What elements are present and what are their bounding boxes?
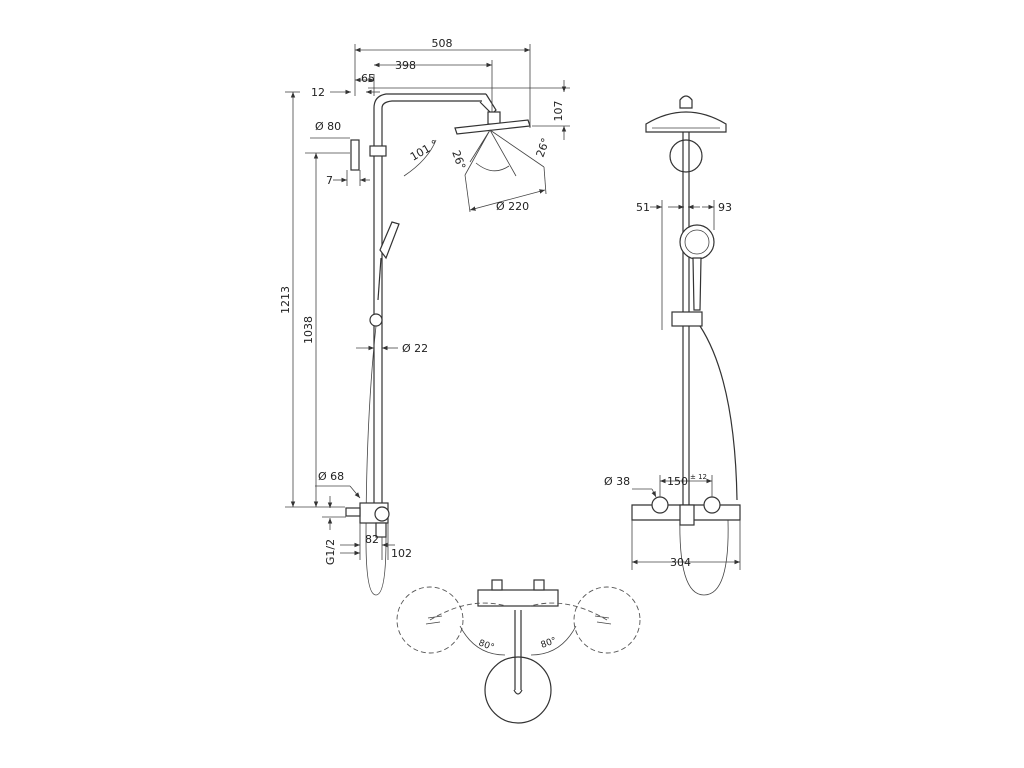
mixer-top bbox=[477, 589, 559, 607]
swivel-arc-right bbox=[530, 625, 577, 656]
hand-shower-handle bbox=[377, 257, 382, 301]
swivel-arm-right bbox=[529, 602, 608, 621]
mixer-outlet bbox=[375, 522, 387, 538]
mixer-handle-right bbox=[703, 496, 721, 514]
dim-head-dia: Ø 220 bbox=[496, 200, 529, 213]
mixer-handle-left bbox=[651, 496, 669, 514]
dim-398: 398 bbox=[395, 59, 416, 72]
wall-connection bbox=[345, 507, 361, 517]
hose-front bbox=[699, 325, 738, 501]
dim-handle-dia: Ø 38 bbox=[604, 475, 630, 488]
mixer-knob bbox=[374, 506, 390, 522]
arm-elbow bbox=[479, 93, 497, 115]
mixer-handle-top-left bbox=[491, 579, 503, 591]
tilt-arc bbox=[475, 162, 510, 172]
dim-swivel-left: 80° bbox=[477, 638, 495, 653]
hand-shower bbox=[379, 221, 400, 260]
shower-head-front bbox=[645, 111, 727, 133]
head-circle bbox=[484, 656, 552, 724]
dim-connection: G1/2 bbox=[324, 539, 337, 565]
shower-arm-inner bbox=[381, 100, 482, 109]
head-connector bbox=[487, 111, 501, 125]
swivel-arm-left bbox=[429, 602, 507, 621]
swivel-arc-left bbox=[459, 625, 506, 656]
dim-7: 7 bbox=[326, 174, 333, 187]
dim-102: 102 bbox=[391, 547, 412, 560]
arm-top bbox=[514, 610, 522, 690]
dim-arm-angle: 101 ° bbox=[408, 137, 440, 163]
dim-304: 304 bbox=[670, 556, 691, 569]
shower-arm-outer bbox=[373, 93, 486, 109]
wall-rose bbox=[669, 139, 703, 173]
slider-front bbox=[671, 311, 703, 327]
arm-angle-arc bbox=[403, 139, 437, 177]
hose-loop-front bbox=[679, 514, 729, 596]
top-view: 80° 80° bbox=[396, 579, 641, 724]
dim-51: 51 bbox=[636, 201, 650, 214]
dim-tilt-right: 26° bbox=[534, 136, 553, 159]
dim-93: 93 bbox=[718, 201, 732, 214]
diverter bbox=[679, 504, 695, 526]
mixer-handle-top-right bbox=[533, 579, 545, 591]
dim-mixer-dia: Ø 68 bbox=[318, 470, 344, 483]
front-view: 51 93 Ø 38 150 ± 12 304 bbox=[604, 95, 741, 596]
dim-65: 65 bbox=[361, 72, 375, 85]
dim-12: 12 bbox=[311, 86, 325, 99]
dim-tilt-left: 26° bbox=[449, 149, 468, 172]
dim-centers: 150 bbox=[667, 475, 688, 488]
hand-shower-grip bbox=[692, 257, 702, 311]
dim-508: 508 bbox=[432, 37, 453, 50]
dim-82: 82 bbox=[365, 533, 379, 546]
spray-lines bbox=[464, 129, 545, 177]
wall-bracket bbox=[350, 139, 360, 171]
riser-pipe bbox=[373, 108, 383, 503]
side-view: 508 398 65 12 107 Ø 80 7 101 ° 26° 26° bbox=[279, 37, 570, 596]
pipe-clip bbox=[369, 145, 387, 157]
dim-1213: 1213 bbox=[279, 286, 292, 314]
hose bbox=[365, 325, 387, 596]
head-top bbox=[679, 95, 693, 109]
slider bbox=[369, 313, 383, 327]
swivel-circle-left bbox=[396, 586, 464, 654]
dim-1038: 1038 bbox=[302, 316, 315, 344]
dim-bracket-dia: Ø 80 bbox=[315, 120, 341, 133]
dim-pipe-dia: Ø 22 bbox=[402, 342, 428, 355]
swivel-circle-right bbox=[573, 586, 641, 654]
dim-centers-tol: ± 12 bbox=[690, 473, 707, 481]
dim-107: 107 bbox=[552, 101, 565, 122]
